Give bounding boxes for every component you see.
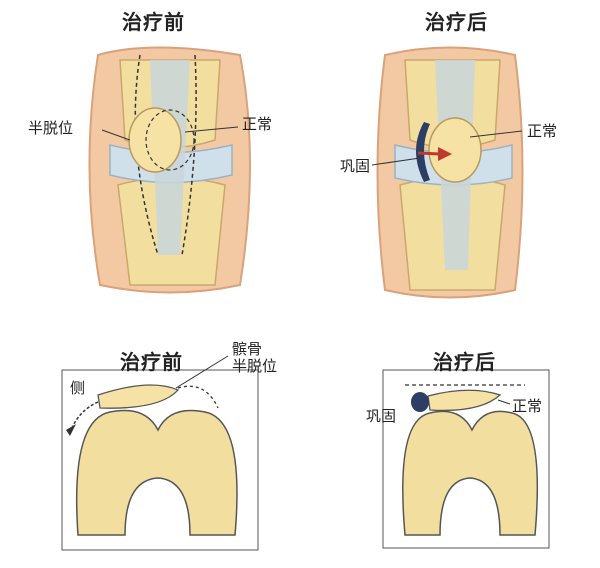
label-subluxation-top: 半脱位 <box>28 119 74 137</box>
stabilizer-after-axial <box>411 392 429 412</box>
leader-stabilize-after <box>371 157 421 166</box>
label-normal-bottom: 正常 <box>512 397 543 415</box>
leader-normal-after <box>469 130 523 138</box>
knee-after-front-view <box>371 46 524 299</box>
patella-after-axial <box>427 389 502 412</box>
leader-normal-axial <box>497 399 511 405</box>
patella-after <box>428 117 482 183</box>
leader-normal-before <box>184 126 239 133</box>
label-stabilize-top: 巩固 <box>340 157 371 175</box>
tendon-outline-before <box>134 54 197 256</box>
patella-normal-outline-before <box>145 109 195 171</box>
title-top-left: 治疗前 <box>122 10 185 34</box>
patella-before-axial <box>97 384 180 409</box>
normal-position-dashed <box>177 385 219 409</box>
label-normal-top-right: 正常 <box>527 122 558 140</box>
femur-condyles-after <box>402 410 539 536</box>
axial-before-frame <box>61 369 259 551</box>
correction-arrow-shaft <box>417 151 441 156</box>
label-lateral: 侧 <box>70 379 86 397</box>
title-top-right: 治疗后 <box>425 10 488 34</box>
title-bottom-right: 治疗后 <box>433 350 496 374</box>
knee-before-front-view <box>88 46 251 294</box>
axial-after <box>382 369 550 549</box>
femur-condyles-before <box>75 409 238 536</box>
label-stabilize-bottom: 巩固 <box>366 407 397 425</box>
label-normal-top-left: 正常 <box>242 115 273 133</box>
leader-subluxation-before <box>101 129 131 141</box>
patella-before <box>128 107 182 173</box>
leader-subluxation-axial <box>175 355 229 389</box>
label-subluxation-bottom: 半脱位 <box>232 357 278 375</box>
title-bottom-left: 治疗前 <box>120 350 183 374</box>
axial-before <box>61 355 259 551</box>
label-patella: 髌骨 <box>232 340 263 358</box>
lateral-arrow-head <box>66 424 76 436</box>
axial-after-frame <box>382 369 550 549</box>
correction-arrow-head <box>438 147 452 161</box>
